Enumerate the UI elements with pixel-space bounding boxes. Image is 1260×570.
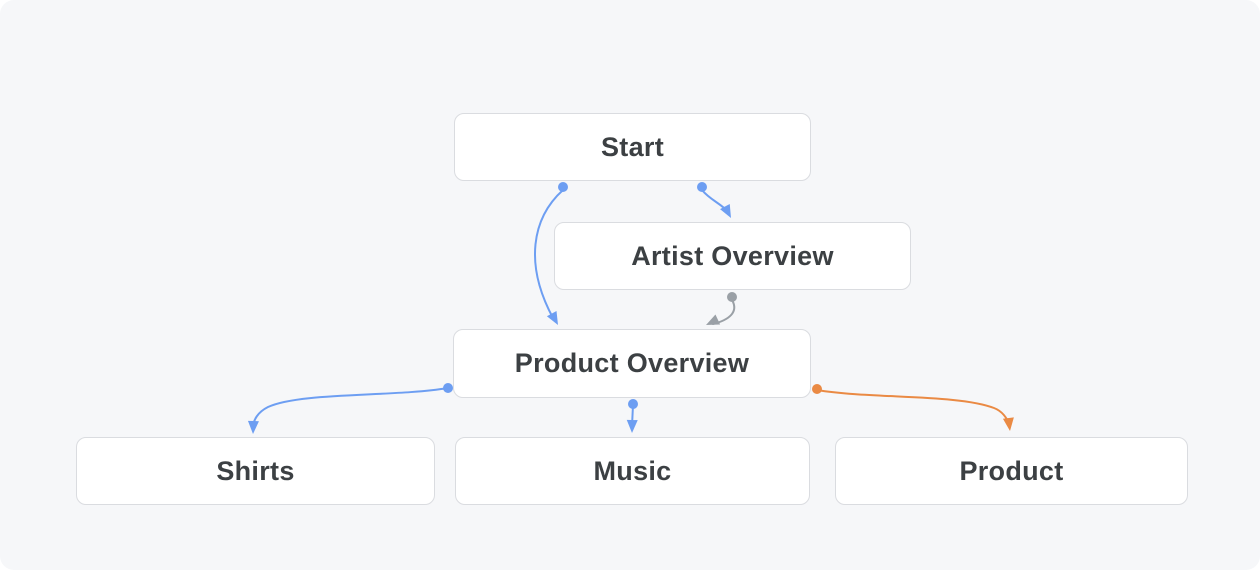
edge-source-dot[interactable]: [628, 399, 638, 409]
edge-source-dot[interactable]: [812, 384, 822, 394]
node-artist-overview[interactable]: Artist Overview: [554, 222, 911, 290]
node-product[interactable]: Product: [835, 437, 1188, 505]
edge-arrowhead-icon: [626, 419, 638, 433]
node-music[interactable]: Music: [455, 437, 810, 505]
edge-artist-overview-to-product-overview[interactable]: [704, 292, 737, 330]
edge-source-dot[interactable]: [558, 182, 568, 192]
edge-source-dot[interactable]: [697, 182, 707, 192]
edge-arrowhead-icon: [546, 310, 558, 325]
node-label: Artist Overview: [631, 240, 834, 271]
edge-start-to-product-overview[interactable]: [534, 182, 568, 328]
node-start[interactable]: Start: [454, 113, 811, 181]
edge-product-overview-to-product[interactable]: [812, 384, 1015, 432]
node-label: Product Overview: [514, 348, 750, 378]
edge-arrowhead-icon: [720, 203, 731, 218]
edge-start-to-artist-overview[interactable]: [697, 182, 736, 221]
edge-product-overview-to-shirts[interactable]: [247, 383, 453, 434]
edge-source-dot[interactable]: [443, 383, 453, 393]
node-label: Product: [959, 455, 1064, 486]
edge-product-overview-to-music[interactable]: [626, 399, 638, 433]
node-label: Shirts: [216, 455, 295, 486]
edge-arrowhead-icon: [706, 314, 721, 325]
node-product-overview[interactable]: Product Overview: [453, 329, 811, 398]
node-label: Music: [593, 455, 672, 486]
edge-arrowhead-icon: [1002, 417, 1014, 431]
node-shirts[interactable]: Shirts: [76, 437, 435, 505]
node-label: Start: [600, 131, 664, 162]
edge-arrowhead-icon: [247, 420, 259, 434]
edge-source-dot[interactable]: [727, 292, 737, 302]
